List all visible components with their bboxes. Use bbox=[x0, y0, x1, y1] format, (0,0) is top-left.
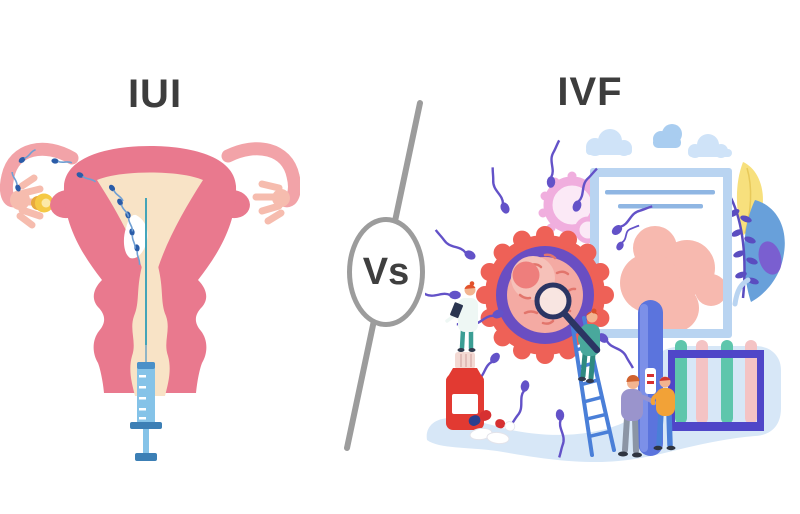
vs-label: Vs bbox=[362, 250, 410, 293]
ground-blob bbox=[426, 346, 781, 462]
embryo-frame-icon bbox=[590, 168, 732, 338]
cloud-icon bbox=[586, 124, 732, 158]
fimbriae-icon bbox=[10, 174, 290, 229]
fluid-glob bbox=[123, 214, 148, 259]
ivf-lab-illustration bbox=[425, 124, 785, 462]
person-orange-shirt bbox=[650, 376, 676, 451]
egg-cell-icon bbox=[31, 193, 54, 213]
fallopian-tube-icon bbox=[0, 142, 300, 208]
iui-sperm-group bbox=[11, 148, 141, 266]
iui-uterus-illustration bbox=[0, 142, 300, 461]
test-tubes bbox=[675, 340, 757, 424]
person-purple-sweater bbox=[618, 374, 657, 458]
iui-title: IUI bbox=[127, 72, 183, 116]
magnifying-glass-icon bbox=[534, 282, 601, 354]
pregnancy-test-icon bbox=[638, 300, 663, 456]
sperm-icon bbox=[616, 224, 640, 251]
ivf-sperm-group bbox=[425, 139, 653, 458]
pills-icon bbox=[468, 410, 516, 445]
doctor-on-bottle bbox=[445, 281, 478, 352]
test-tube-rack-icon bbox=[668, 340, 764, 431]
embryo-picture bbox=[620, 226, 723, 329]
vs-badge: Vs bbox=[347, 217, 425, 327]
plant-leaves-icon bbox=[728, 162, 785, 307]
syringe-icon bbox=[130, 345, 162, 461]
ivf-title: IVF bbox=[557, 70, 623, 114]
